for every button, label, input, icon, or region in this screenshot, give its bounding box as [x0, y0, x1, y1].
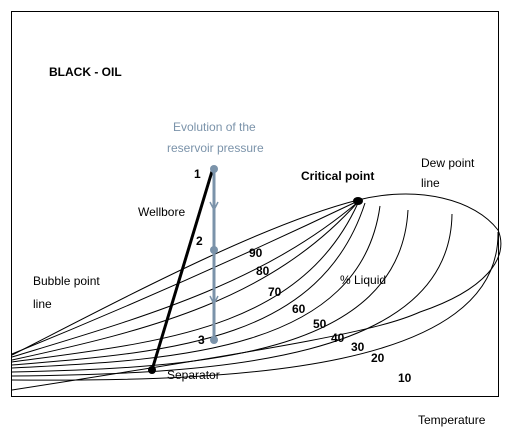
quality-label-60: 60	[292, 302, 306, 316]
quality-label-20: 20	[371, 351, 385, 365]
envelope-curve	[11, 193, 502, 391]
x-axis-label: Temperature	[418, 413, 486, 427]
dew-point-label-line2: line	[421, 176, 440, 190]
quality-label-50: 50	[313, 317, 327, 331]
quality-line-50	[11, 202, 366, 366]
quality-curves	[11, 193, 502, 391]
evolution-label-line1: Evolution of the	[173, 120, 256, 134]
quality-line-20	[11, 213, 453, 377]
pressure-point-3-label: 3	[198, 333, 205, 347]
bubble-point-label-line1: Bubble point	[33, 274, 100, 288]
quality-line-80	[11, 201, 359, 358]
wellbore-line	[150, 167, 215, 371]
quality-line-70	[11, 201, 359, 361]
pressure-point-1-label: 1	[194, 167, 201, 181]
pressure-point-2-marker	[210, 246, 218, 254]
evolution-label-line2: reservoir pressure	[167, 141, 264, 155]
reservoir-pressure-path	[209, 165, 219, 344]
quality-line-30	[11, 209, 409, 373]
quality-label-30: 30	[351, 340, 365, 354]
critical-point-marker	[353, 197, 363, 205]
diagram-title: BLACK - OIL	[49, 65, 122, 79]
pressure-point-2-label: 2	[196, 234, 203, 248]
quality-label-90: 90	[249, 246, 263, 260]
quality-label-80: 80	[256, 264, 270, 278]
dew-point-label-line1: Dew point	[421, 156, 475, 170]
quality-line-10	[11, 231, 499, 381]
separator-label: Separator	[167, 368, 220, 382]
wellbore-label: Wellbore	[138, 205, 185, 219]
liquid-label: % Liquid	[340, 273, 386, 287]
quality-label-10: 10	[398, 371, 412, 385]
pressure-point-1-marker	[210, 165, 218, 173]
arrow-icon	[209, 295, 219, 306]
separator-marker	[148, 366, 156, 374]
bubble-point-label-line2: line	[33, 297, 52, 311]
quality-line-60	[11, 202, 359, 363]
pressure-point-3-marker	[210, 336, 218, 344]
quality-label-70: 70	[268, 285, 282, 299]
quality-line-40	[11, 205, 381, 369]
critical-point-label: Critical point	[301, 169, 374, 183]
quality-label-40: 40	[331, 331, 345, 345]
diagram-frame	[11, 11, 499, 397]
arrow-icon	[209, 201, 219, 212]
